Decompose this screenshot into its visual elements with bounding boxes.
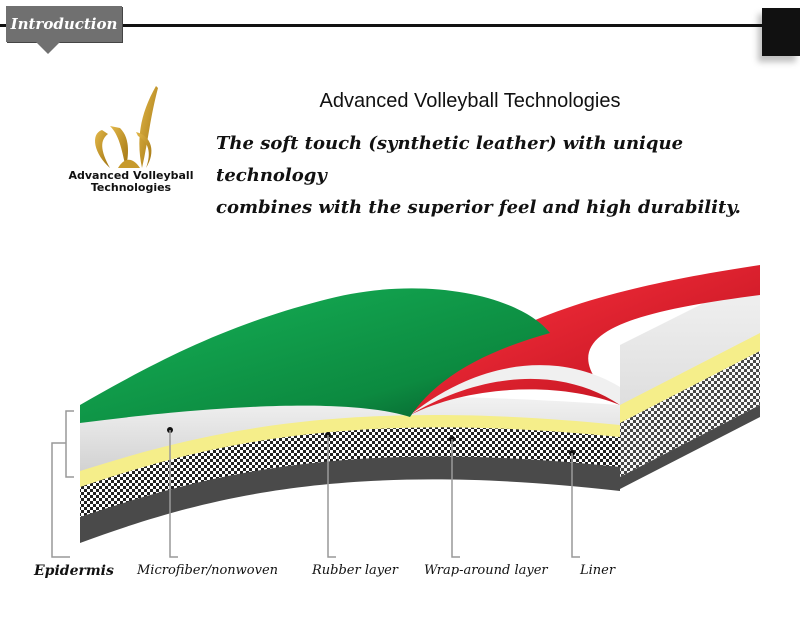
green-epidermis — [80, 288, 550, 423]
introduction-tab-label: Introduction — [10, 15, 118, 33]
right-side-checker — [620, 351, 760, 477]
brand-logo-caption: Advanced Volleyball Technologies — [56, 170, 206, 194]
corner-decoration — [762, 8, 800, 56]
label-rubber-layer: Rubber layer — [312, 563, 399, 578]
rubber-layer — [80, 413, 620, 487]
epidermis-bracket — [65, 410, 74, 478]
label-microfiber: Microfiber/nonwoven — [137, 563, 279, 578]
right-side-dark — [620, 405, 760, 489]
header-rule — [0, 24, 800, 27]
liner-leader — [571, 453, 580, 558]
tagline-line1: The soft touch (synthetic leather) with … — [216, 133, 684, 186]
microfiber-layer — [80, 396, 620, 471]
logo-caption-line1: Advanced Volleyball — [68, 169, 194, 182]
microfiber-leader — [169, 430, 178, 558]
epidermis-leader — [51, 442, 70, 558]
page-title: Advanced Volleyball Technologies — [319, 90, 621, 112]
introduction-tab — [6, 6, 122, 42]
logo-caption-line2: Technologies — [90, 181, 172, 194]
red-underside — [410, 365, 620, 415]
brand-logo-icon — [95, 86, 158, 168]
label-liner: Liner — [580, 563, 616, 578]
tagline: The soft touch (synthetic leather) with … — [216, 128, 796, 224]
liner-layer — [80, 454, 620, 543]
label-wrap-around-layer: Wrap-around layer — [424, 563, 548, 578]
layer-diagram — [51, 265, 760, 558]
introduction-tab-pointer — [36, 42, 60, 54]
wrap-leader — [451, 439, 460, 558]
tagline-line2: combines with the superior feel and high… — [216, 197, 741, 218]
right-side-yellow — [620, 333, 760, 423]
label-epidermis: Epidermis — [34, 563, 114, 579]
rubber-leader — [327, 435, 336, 558]
